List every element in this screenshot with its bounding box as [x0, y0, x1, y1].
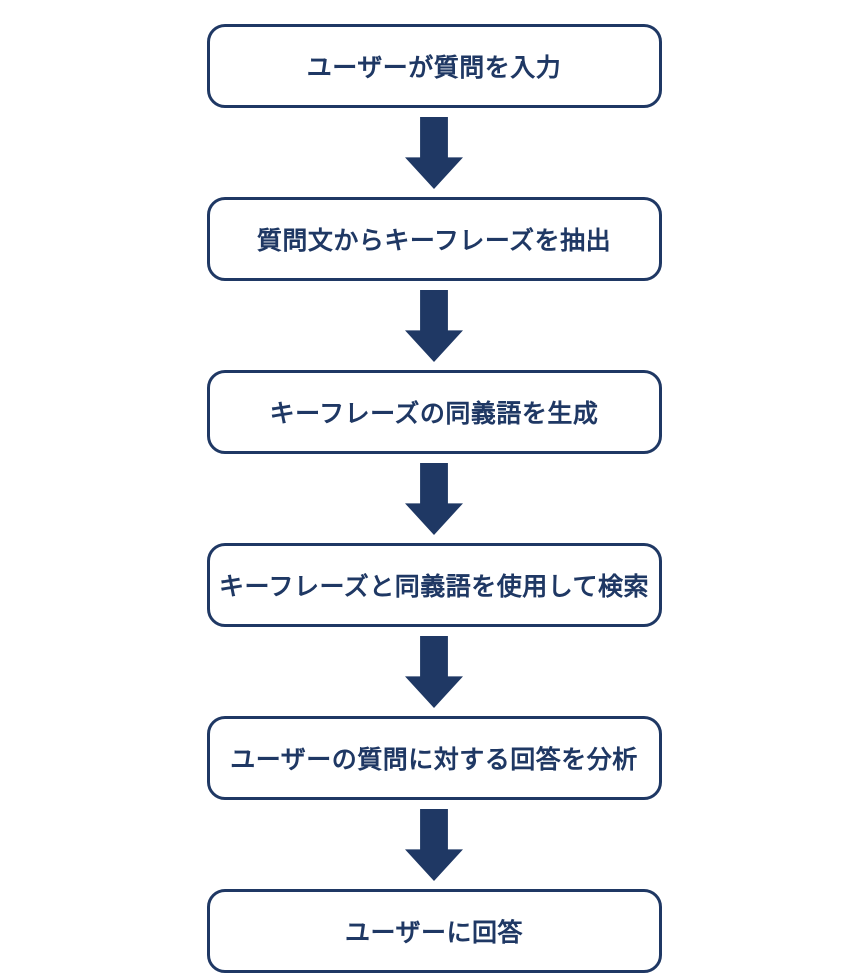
flow-node-label: ユーザーの質問に対する回答を分析	[230, 746, 638, 774]
flow-node-generate-synonyms: キーフレーズの同義語を生成	[206, 370, 662, 454]
flow-node-label: キーフレーズの同義語を生成	[269, 400, 599, 428]
down-arrow-icon	[405, 117, 463, 189]
down-arrow-icon	[405, 636, 463, 708]
flow-node-search: キーフレーズと同義語を使用して検索	[206, 543, 662, 627]
down-arrow-icon	[405, 809, 463, 881]
flow-node-analyze-answers: ユーザーの質問に対する回答を分析	[206, 716, 662, 800]
flow-node-label: キーフレーズと同義語を使用して検索	[218, 573, 649, 601]
down-arrow-icon	[405, 290, 463, 362]
flow-node-label: ユーザーに回答	[344, 919, 523, 947]
flow-node-user-input: ユーザーが質問を入力	[206, 24, 662, 108]
flow-node-label: 質問文からキーフレーズを抽出	[256, 227, 612, 255]
flow-node-answer-user: ユーザーに回答	[206, 889, 662, 973]
flow-node-label: ユーザーが質問を入力	[306, 54, 562, 82]
flow-node-extract-keyphrases: 質問文からキーフレーズを抽出	[206, 197, 662, 281]
down-arrow-icon	[405, 463, 463, 535]
